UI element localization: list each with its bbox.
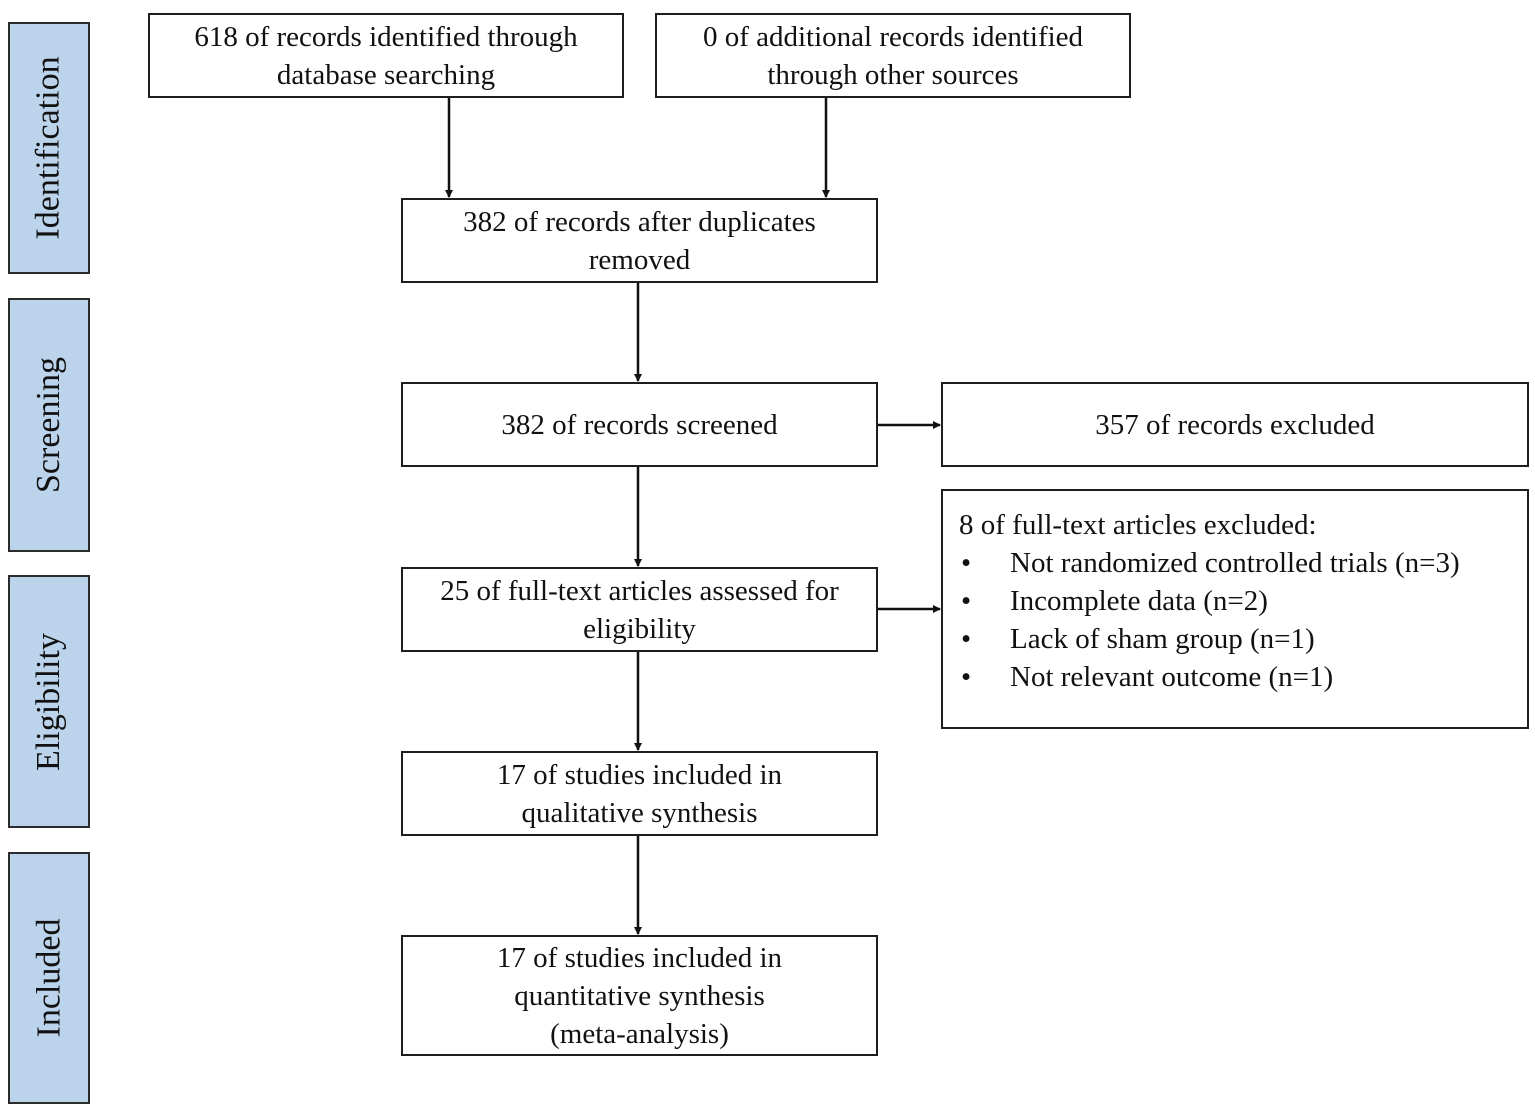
records-screened-line-1: 382 of records screened bbox=[501, 408, 778, 441]
phase-eligibility: Eligibility bbox=[8, 575, 90, 828]
phase-identification-label: Identification bbox=[30, 56, 67, 240]
fulltext-assessed-box: 25 of full-text articles assessed for el… bbox=[401, 567, 878, 652]
records-excluded-box: 357 of records excluded bbox=[941, 382, 1529, 467]
exclusion-reason-item: • Lack of sham group (n=1) bbox=[959, 620, 1460, 658]
exclusion-reason-text: Lack of sham group (n=1) bbox=[1010, 623, 1315, 655]
after-duplicates-line-2: removed bbox=[588, 243, 691, 276]
fulltext-assessed-line-1: 25 of full-text articles assessed for bbox=[440, 574, 839, 607]
bullet-icon: • bbox=[961, 623, 972, 655]
records-screened-box: 382 of records screened bbox=[401, 382, 878, 467]
other-sources-line-1: 0 of additional records identified bbox=[702, 20, 1084, 53]
qualitative-synthesis-box: 17 of studies included in qualitative sy… bbox=[401, 751, 878, 836]
fulltext-assessed-line-2: eligibility bbox=[583, 612, 696, 645]
quantitative-line-2: quantitative synthesis bbox=[514, 979, 765, 1012]
database-search-box: 618 of records identified through databa… bbox=[148, 13, 624, 98]
exclusion-reasons-list: •Not randomized controlled trials (n=3) … bbox=[959, 544, 1460, 696]
bullet-icon: • bbox=[961, 585, 972, 617]
exclusion-reason-text: Not randomized controlled trials (n=3) bbox=[1010, 547, 1460, 579]
other-sources-box: 0 of additional records identified throu… bbox=[655, 13, 1131, 98]
exclusion-reason-text: Incomplete data (n=2) bbox=[1010, 585, 1268, 617]
exclusion-reason-item: • Incomplete data (n=2) bbox=[959, 582, 1460, 620]
fulltext-excluded-heading: 8 of full-text articles excluded: bbox=[959, 509, 1317, 541]
records-excluded-line-1: 357 of records excluded bbox=[1095, 408, 1375, 441]
bullet-icon: • bbox=[961, 661, 972, 693]
database-search-line-2: database searching bbox=[276, 58, 496, 91]
other-sources-line-2: through other sources bbox=[767, 58, 1019, 91]
exclusion-reason-item: • Not randomized controlled trials (n=3) bbox=[959, 544, 1460, 582]
phase-included: Included bbox=[8, 852, 90, 1104]
fulltext-excluded-box: 8 of full-text articles excluded: • Not r… bbox=[941, 489, 1529, 729]
qualitative-line-1: 17 of studies included in bbox=[496, 758, 783, 791]
database-search-line-1: 618 of records identified through bbox=[194, 20, 578, 53]
phase-screening: Screening bbox=[8, 298, 90, 552]
quantitative-line-3: (meta-analysis) bbox=[550, 1017, 729, 1050]
exclusion-reason-item: • Not relevant outcome (n=1) bbox=[959, 658, 1460, 696]
quantitative-line-1: 17 of studies included in bbox=[496, 941, 783, 974]
exclusion-reason-text: Not relevant outcome (n=1) bbox=[1010, 661, 1334, 693]
bullet-icon: • bbox=[961, 547, 972, 579]
phase-screening-label: Screening bbox=[30, 357, 68, 493]
phase-included-label: Included bbox=[30, 918, 68, 1038]
after-duplicates-line-1: 382 of records after duplicates bbox=[463, 205, 816, 238]
after-duplicates-box: 382 of records after duplicates removed bbox=[401, 198, 878, 283]
qualitative-line-2: qualitative synthesis bbox=[521, 796, 758, 829]
quantitative-synthesis-box: 17 of studies included in quantitative s… bbox=[401, 935, 878, 1056]
phase-identification: Identification bbox=[8, 22, 90, 274]
phase-eligibility-label: Eligibility bbox=[30, 632, 67, 771]
